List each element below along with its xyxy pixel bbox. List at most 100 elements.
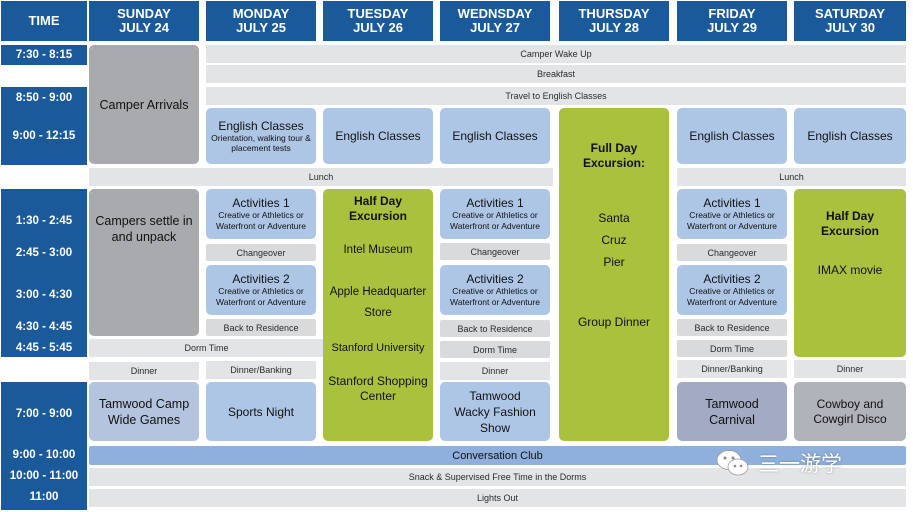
header-wednesday: WEDNSDAY JULY 27 xyxy=(440,1,550,41)
day-date: JULY 25 xyxy=(236,20,286,35)
bar-conversation-club: Conversation Club xyxy=(89,446,906,465)
saturday-dinner: Dinner xyxy=(794,360,906,378)
monday-activities-2: Activities 2 Creative or Athletics or Wa… xyxy=(206,265,316,315)
stop-apple: Apple Headquarter xyxy=(329,286,427,298)
time-label: 9:00 - 10:00 xyxy=(12,449,76,461)
wednesday-fashion-show: Tamwood Wacky Fashion Show xyxy=(440,382,550,441)
time-label: 7:00 - 9:00 xyxy=(15,408,73,420)
event-label: Tamwood Camp Wide Games xyxy=(98,396,190,427)
time-0900pm: 9:00 - 10:00 xyxy=(1,445,87,465)
monday-dinner-banking: Dinner/Banking xyxy=(206,361,316,379)
monday-back-to-residence: Back to Residence xyxy=(206,319,316,336)
friday-changeover: Changeover xyxy=(677,244,787,261)
bar-label: Lunch xyxy=(779,172,804,182)
time-label: 8:50 - 9:00 xyxy=(15,92,73,104)
event-label: Sports Night xyxy=(227,404,295,419)
wednesday-changeover: Changeover xyxy=(440,243,550,260)
event-label: Activities 1 xyxy=(703,196,761,210)
bar-label: Snack & Supervised Free Time in the Dorm… xyxy=(408,472,587,482)
header-friday: FRIDAY JULY 29 xyxy=(677,1,787,41)
time-0700: 7:00 - 9:00 xyxy=(1,403,87,425)
header-time: TIME xyxy=(1,1,87,41)
event-label: Camper Arrivals xyxy=(99,97,189,112)
stop-pier: Pier xyxy=(603,255,625,269)
time-0730: 7:30 - 8:15 xyxy=(1,45,87,65)
event-label: Activities 2 xyxy=(703,272,761,286)
bar-lunch-right: Lunch xyxy=(677,168,906,186)
friday-back-to-residence: Back to Residence xyxy=(677,319,787,336)
day-name: SUNDAY xyxy=(117,6,171,21)
event-label: Back to Residence xyxy=(457,323,533,334)
bar-label: Lights Out xyxy=(476,493,519,503)
event-label: Changeover xyxy=(236,247,286,258)
event-label: English Classes xyxy=(218,119,304,133)
saturday-english-classes: English Classes xyxy=(794,108,906,164)
time-0430: 4:30 - 4:45 xyxy=(1,316,87,338)
stop-imax: IMAX movie xyxy=(817,263,883,277)
event-label: Dorm Time xyxy=(184,343,229,353)
event-sublabel: Orientation, walking tour & placement te… xyxy=(211,133,311,153)
day-date: JULY 27 xyxy=(470,20,520,35)
day-name: FRIDAY xyxy=(708,6,756,21)
stop-apple-store: Store xyxy=(364,307,392,319)
event-label: Tamwood Wacky Fashion Show xyxy=(454,388,536,435)
stop-cruz: Cruz xyxy=(601,233,627,247)
sunday-dorm-time: Dorm Time xyxy=(89,339,324,357)
saturday-half-day-excursion: Half Day Excursion IMAX movie xyxy=(794,189,906,357)
time-block-morning xyxy=(1,87,87,165)
event-label: Back to Residence xyxy=(223,322,299,333)
day-name: WEDNSDAY xyxy=(457,6,533,21)
day-name: MONDAY xyxy=(232,6,290,21)
time-0900: 9:00 - 12:15 xyxy=(1,123,87,149)
thursday-full-day-excursion: Full Day Excursion: Santa Cruz Pier Grou… xyxy=(559,108,669,441)
event-sublabel: Creative or Athletics or Waterfront or A… xyxy=(450,210,540,231)
saturday-disco: Cowboy and Cowgirl Disco xyxy=(794,382,906,441)
monday-english-classes: English Classes Orientation, walking tou… xyxy=(206,108,316,164)
event-sublabel: Creative or Athletics or Waterfront or A… xyxy=(687,210,777,231)
wednesday-back-to-residence: Back to Residence xyxy=(440,320,550,337)
time-0245: 2:45 - 3:00 xyxy=(1,242,87,264)
watermark-text: 三一游学 xyxy=(758,453,842,476)
wednesday-activities-1: Activities 1 Creative or Athletics or Wa… xyxy=(440,189,550,239)
time-label: 4:30 - 4:45 xyxy=(15,321,73,333)
event-label: English Classes xyxy=(335,129,421,143)
time-block-evening xyxy=(1,382,87,510)
friday-dorm-time: Dorm Time xyxy=(677,340,787,357)
bar-lunch-left: Lunch xyxy=(89,168,553,186)
bar-label: Breakfast xyxy=(536,69,576,79)
time-label: 10:00 - 11:00 xyxy=(9,470,79,482)
stop-stanford: Stanford University xyxy=(331,342,425,354)
wednesday-dinner: Dinner xyxy=(440,362,550,380)
day-name: SATURDAY xyxy=(814,6,886,21)
time-label: 4:45 - 5:45 xyxy=(15,342,73,354)
time-label: 3:00 - 4:30 xyxy=(15,289,73,301)
event-label: English Classes xyxy=(807,129,893,143)
friday-activities-1: Activities 1 Creative or Athletics or Wa… xyxy=(677,189,787,239)
wednesday-activities-2: Activities 2 Creative or Athletics or Wa… xyxy=(440,265,550,315)
event-label: Dinner xyxy=(836,364,864,374)
event-label: Dinner xyxy=(130,366,158,376)
event-title: Half Day Excursion xyxy=(820,209,880,238)
time-label: 11:00 xyxy=(29,491,59,503)
time-0445: 4:45 - 5:45 xyxy=(1,337,87,359)
time-label: 1:30 - 2:45 xyxy=(15,215,73,227)
event-label: Activities 1 xyxy=(232,196,290,210)
time-0850: 8:50 - 9:00 xyxy=(1,87,87,109)
day-date: JULY 30 xyxy=(825,20,875,35)
friday-english-classes: English Classes xyxy=(677,108,787,164)
sunday-camper-arrivals: Camper Arrivals xyxy=(89,45,199,164)
watermark: 三一游学 xyxy=(716,446,842,480)
day-date: JULY 28 xyxy=(589,20,639,35)
event-label: English Classes xyxy=(689,129,775,143)
day-name: TUESDAY xyxy=(347,6,409,21)
stop-intel: Intel Museum xyxy=(343,244,413,256)
event-label: Dinner/Banking xyxy=(701,364,763,374)
time-label: 9:00 - 12:15 xyxy=(12,130,76,142)
event-title: Full Day Excursion: xyxy=(582,141,645,170)
time-label: 2:45 - 3:00 xyxy=(15,247,73,259)
time-1100: 11:00 xyxy=(1,487,87,507)
bar-label: Lunch xyxy=(308,172,334,182)
time-0130: 1:30 - 2:45 xyxy=(1,210,87,232)
sunday-camp-games: Tamwood Camp Wide Games xyxy=(89,382,199,441)
tuesday-half-day-excursion: Half Day Excursion Intel Museum Apple He… xyxy=(323,189,433,441)
